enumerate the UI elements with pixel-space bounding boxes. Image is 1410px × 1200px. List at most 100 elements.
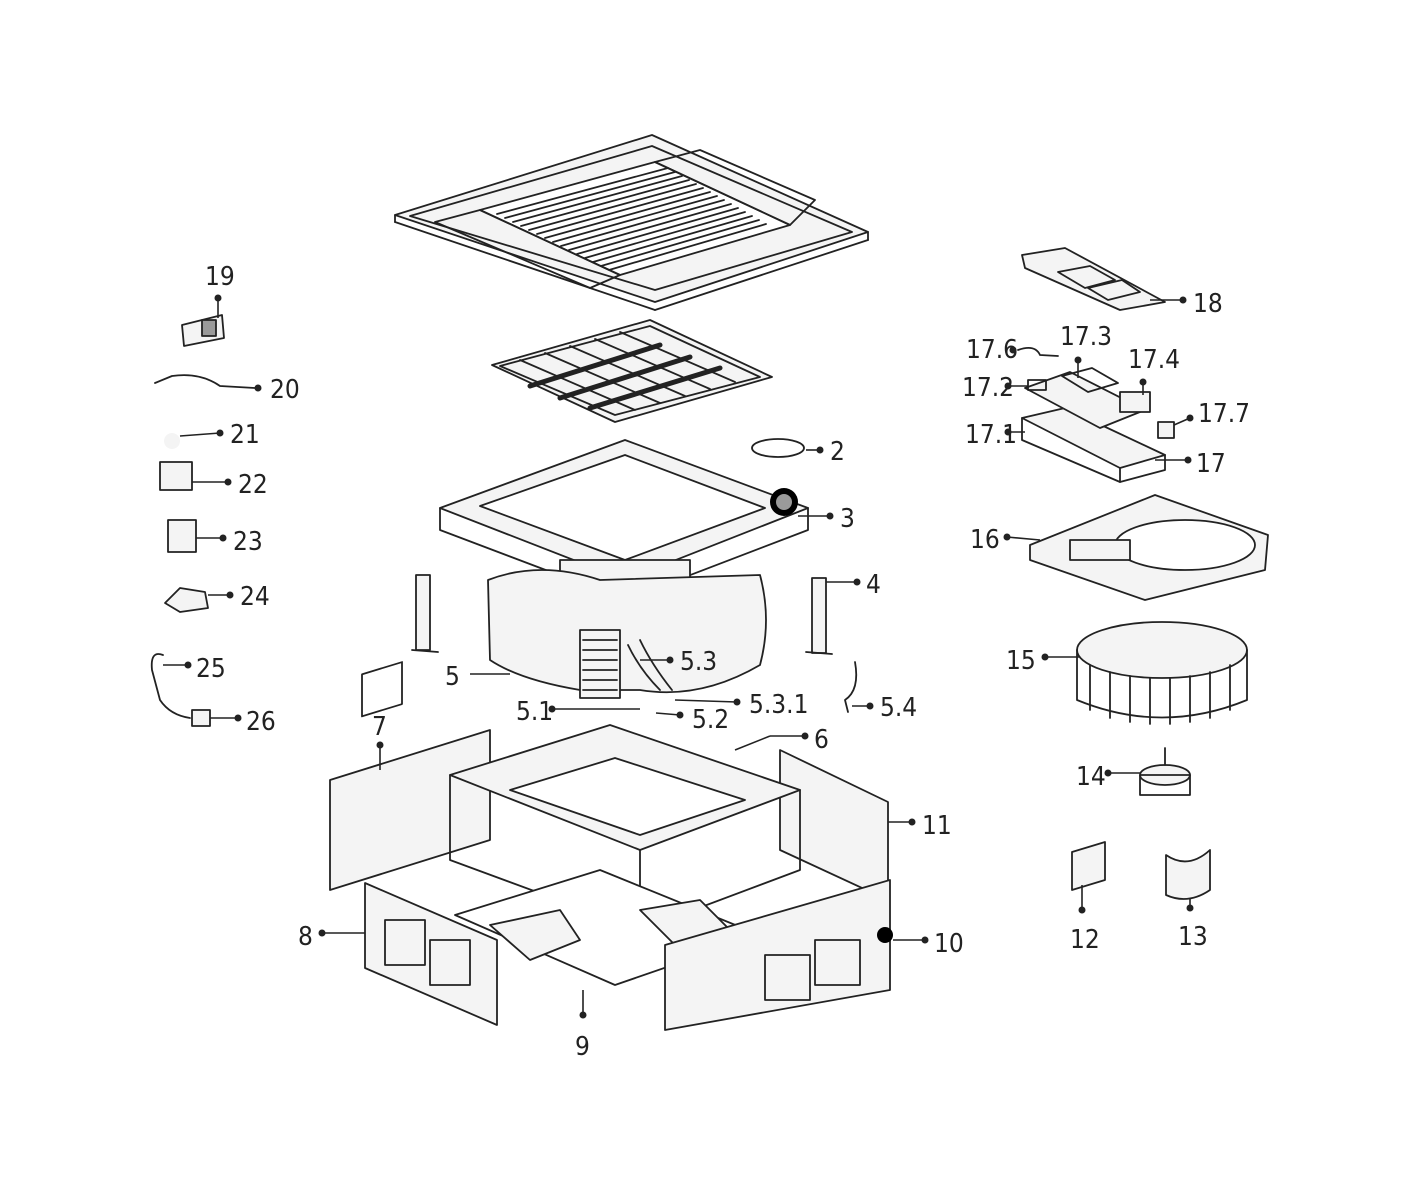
part-14-motor bbox=[1139, 747, 1191, 796]
part-17-6-wire bbox=[1017, 346, 1059, 357]
part-20-sensor-cable bbox=[154, 374, 256, 389]
part-17-4-relay bbox=[1119, 391, 1151, 413]
label-25: 25 bbox=[196, 654, 226, 684]
part-5-coil bbox=[487, 569, 767, 699]
label-13: 13 bbox=[1178, 922, 1208, 952]
callout-14: 14 bbox=[1076, 762, 1140, 792]
part-13-clamp bbox=[1165, 849, 1211, 900]
callout-6: 6 bbox=[734, 725, 829, 755]
callout-10: 10 bbox=[893, 929, 964, 959]
part-5-4-sensor bbox=[844, 661, 858, 713]
callout-24: 24 bbox=[208, 582, 270, 612]
callout-17-6: 17.6 bbox=[966, 335, 1018, 365]
callout-20: 20 bbox=[254, 375, 300, 405]
label-17-7: 17.7 bbox=[1198, 399, 1250, 429]
label-19: 19 bbox=[205, 262, 235, 292]
callout-5: 5 bbox=[445, 662, 510, 692]
label-8: 8 bbox=[298, 922, 313, 952]
label-5-1: 5.1 bbox=[516, 697, 553, 727]
label-15: 15 bbox=[1006, 646, 1036, 676]
label-16: 16 bbox=[970, 525, 1000, 555]
part-26-clip bbox=[191, 709, 211, 727]
label-21: 21 bbox=[230, 420, 260, 450]
callout-16: 16 bbox=[970, 525, 1041, 555]
callout-17-3: 17.3 bbox=[1060, 322, 1112, 378]
label-17-4: 17.4 bbox=[1128, 345, 1180, 375]
callout-2: 2 bbox=[806, 437, 845, 467]
callout-5-1: 5.1 bbox=[516, 697, 640, 727]
label-7: 7 bbox=[372, 712, 387, 742]
label-18: 18 bbox=[1193, 289, 1223, 319]
callout-22: 22 bbox=[192, 470, 268, 500]
part-18-cover bbox=[1021, 247, 1166, 311]
callout-9: 9 bbox=[575, 990, 590, 1062]
label-24: 24 bbox=[240, 582, 270, 612]
callout-13: 13 bbox=[1178, 898, 1208, 952]
label-14: 14 bbox=[1076, 762, 1106, 792]
part-8-panel bbox=[364, 882, 498, 1026]
callout-5-3-1: 5.3.1 bbox=[674, 690, 809, 720]
callout-17-4: 17.4 bbox=[1128, 345, 1180, 395]
label-17-1: 17.1 bbox=[965, 420, 1017, 450]
label-9: 9 bbox=[575, 1032, 590, 1062]
label-5-3-1: 5.3.1 bbox=[749, 690, 809, 720]
label-23: 23 bbox=[233, 527, 263, 557]
callout-5-2: 5.2 bbox=[655, 705, 729, 735]
callout-5-4: 5.4 bbox=[852, 693, 917, 723]
callout-19: 19 bbox=[205, 262, 235, 318]
label-11: 11 bbox=[922, 811, 952, 841]
part-3-frame bbox=[439, 439, 809, 601]
label-17-2: 17.2 bbox=[962, 373, 1014, 403]
label-22: 22 bbox=[238, 470, 268, 500]
callout-17-2: 17.2 bbox=[962, 373, 1028, 403]
label-3: 3 bbox=[840, 504, 855, 534]
part-front-panel bbox=[394, 134, 869, 311]
label-26: 26 bbox=[246, 707, 276, 737]
callout-5-3: 5.3 bbox=[640, 647, 717, 677]
part-12-clamp bbox=[1071, 841, 1106, 891]
label-17-3: 17.3 bbox=[1060, 322, 1112, 352]
callout-7: 7 bbox=[372, 712, 387, 770]
callout-23: 23 bbox=[196, 527, 263, 557]
callout-15: 15 bbox=[1006, 646, 1080, 676]
callout-21: 21 bbox=[179, 420, 260, 450]
part-17-7-terminal bbox=[1157, 421, 1175, 439]
part-24-fitting bbox=[164, 587, 209, 613]
callout-17-7: 17.7 bbox=[1173, 399, 1250, 429]
part-17-3-pcb bbox=[1061, 367, 1119, 393]
part-21-cap bbox=[164, 433, 180, 449]
callout-12: 12 bbox=[1070, 885, 1100, 955]
label-5: 5 bbox=[445, 662, 460, 692]
label-10: 10 bbox=[934, 929, 964, 959]
label-17-6: 17.6 bbox=[966, 335, 1018, 365]
part-2-gasket bbox=[751, 438, 805, 458]
label-5-2: 5.2 bbox=[692, 705, 729, 735]
label-4: 4 bbox=[866, 570, 881, 600]
part-filter-grille bbox=[491, 319, 773, 423]
part-11-panel bbox=[779, 749, 889, 901]
label-20: 20 bbox=[270, 375, 300, 405]
part-4-bracket-right bbox=[805, 577, 833, 655]
callout-17: 17 bbox=[1155, 449, 1226, 479]
label-5-4: 5.4 bbox=[880, 693, 917, 723]
callout-17-1: 17.1 bbox=[965, 420, 1025, 450]
part-4-bracket-left bbox=[411, 574, 439, 653]
callout-25: 25 bbox=[163, 654, 226, 684]
part-6-drain-pan bbox=[449, 724, 801, 931]
part-22-drain-pump bbox=[159, 461, 193, 491]
part-23-float-switch bbox=[167, 519, 197, 553]
label-6: 6 bbox=[814, 725, 829, 755]
callout-26: 26 bbox=[210, 707, 276, 737]
part-16-bellmouth bbox=[1029, 494, 1269, 601]
part-25-drain-hose bbox=[150, 653, 191, 719]
part-19-remote bbox=[181, 314, 225, 347]
callout-4: 4 bbox=[826, 570, 881, 600]
part-10-panel bbox=[664, 879, 893, 1031]
callout-8: 8 bbox=[298, 922, 365, 952]
part-15-blower-wheel bbox=[1076, 621, 1248, 725]
callout-11: 11 bbox=[888, 811, 952, 841]
label-5-3: 5.3 bbox=[680, 647, 717, 677]
callout-18: 18 bbox=[1150, 289, 1223, 319]
callout-3: 3 bbox=[798, 504, 855, 534]
